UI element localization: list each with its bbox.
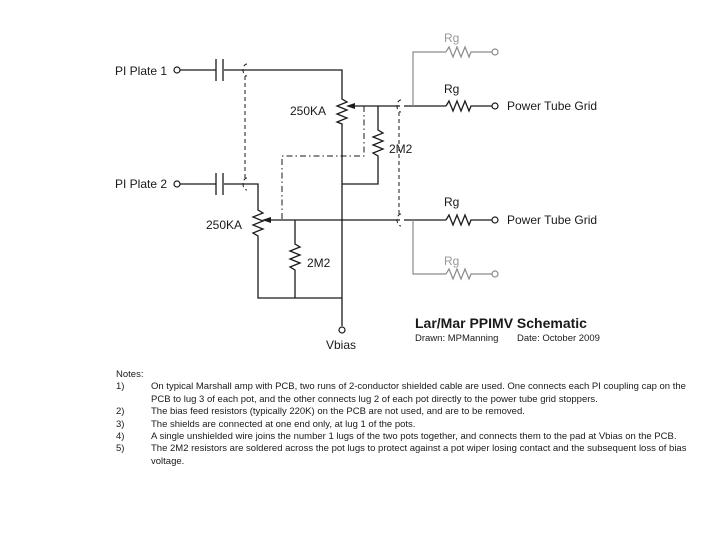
vbias-terminal	[338, 326, 346, 334]
note-item: 4) A single unshielded wire joins the nu…	[116, 431, 696, 443]
coupling-capacitor-2	[215, 173, 224, 195]
pot-2-wiper-arrow	[262, 217, 400, 223]
note-item: 3) The shields are connected at one end …	[116, 419, 696, 431]
pot-1-label: 250KA	[290, 104, 326, 118]
note-text: A single unshielded wire joins the numbe…	[151, 431, 677, 443]
output-terminal-1	[491, 102, 499, 110]
note-text: The bias feed resistors (typically 220K)…	[151, 406, 525, 418]
bleed-resistor-1	[342, 106, 385, 185]
grid-resistor-2-label: Rg	[444, 195, 459, 209]
grid-resistor-1-label: Rg	[444, 82, 459, 96]
grey-terminal-bottom	[491, 270, 499, 278]
input-label-pi-plate-1: PI Plate 1	[115, 64, 167, 78]
pot-1-resistor	[335, 97, 349, 184]
shield-ring-3	[242, 177, 248, 191]
wire-grey-top	[412, 51, 446, 106]
shield-ring-2	[396, 99, 402, 113]
input-label-pi-plate-2: PI Plate 2	[115, 177, 167, 191]
grid-resistor-2	[445, 213, 492, 227]
note-item: 2) The bias feed resistors (typically 22…	[116, 406, 696, 418]
shield-ring-1	[242, 63, 248, 77]
bleed-resistor-1-label: 2M2	[389, 142, 413, 156]
vbias-label: Vbias	[326, 338, 356, 352]
wire-input-1	[180, 69, 343, 97]
output-terminal-2	[491, 216, 499, 224]
unshielded-link-wire	[281, 106, 365, 220]
drawn-date: Date: October 2009	[517, 333, 600, 344]
note-text: On typical Marshall amp with PCB, two ru…	[151, 381, 686, 405]
notes-section: Notes: 1) On typical Marshall amp with P…	[116, 369, 696, 468]
note-item: 1) On typical Marshall amp with PCB, two…	[116, 381, 696, 406]
grey-terminal-top	[491, 48, 499, 56]
input-terminal-2	[173, 180, 181, 188]
grid-resistor-grey-bottom-label: Rg	[444, 254, 459, 268]
note-text: The shields are connected at one end onl…	[151, 418, 416, 430]
bleed-resistor-2-label: 2M2	[307, 256, 331, 270]
drawn-by: Drawn: MPManning	[415, 333, 498, 344]
shield-ring-4	[396, 213, 402, 227]
output-label-1: Power Tube Grid	[507, 99, 597, 113]
output-label-2: Power Tube Grid	[507, 213, 597, 227]
input-terminal-1	[173, 66, 181, 74]
note-number: 5)	[116, 443, 125, 455]
grid-resistor-grey-bottom	[445, 267, 492, 281]
notes-heading: Notes:	[116, 369, 144, 380]
note-number: 3)	[116, 418, 125, 430]
note-number: 2)	[116, 406, 125, 418]
note-item: 5) The 2M2 resistors are soldered across…	[116, 443, 696, 468]
wire-grey-bottom	[412, 220, 446, 275]
pot-2-label: 250KA	[206, 218, 242, 232]
coupling-capacitor-1	[215, 59, 224, 81]
grid-resistor-1	[445, 99, 492, 113]
grid-resistor-grey-top-label: Rg	[444, 31, 459, 45]
schematic-title: Lar/Mar PPIMV Schematic	[415, 315, 587, 331]
note-number: 4)	[116, 431, 125, 443]
pot-2-resistor	[251, 208, 342, 299]
pot-1-wiper-arrow	[346, 103, 400, 109]
wire-input-2	[180, 183, 259, 208]
grid-resistor-grey-top	[445, 45, 492, 59]
note-text: The 2M2 resistors are soldered across th…	[151, 443, 687, 467]
bleed-resistor-2	[288, 220, 302, 298]
note-number: 1)	[116, 381, 125, 393]
